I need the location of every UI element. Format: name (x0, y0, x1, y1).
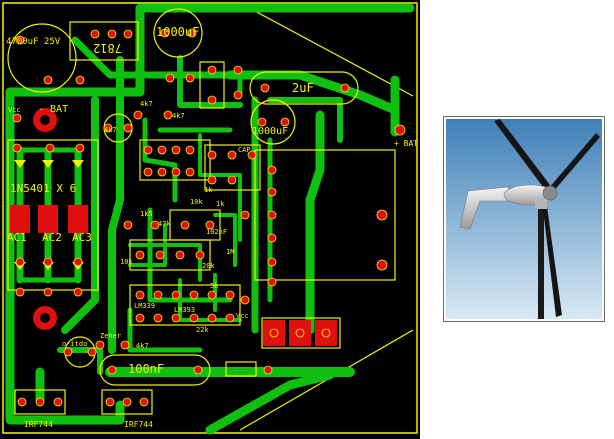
label-ac2: AC2 (42, 231, 62, 244)
label-1m: 1M (226, 248, 234, 256)
label-1000-top: 1000uF (156, 25, 199, 39)
turbine-blade-upper (494, 119, 550, 191)
label-1k5: 1k5 (140, 210, 153, 218)
resistor-top-outline (199, 61, 225, 109)
label-ic-b: LM393 (174, 306, 195, 314)
photo-frame (443, 116, 605, 322)
label-102: 102nF (206, 228, 227, 236)
turbine-mount (535, 199, 547, 209)
label-ic: LM339 (134, 302, 155, 310)
pcb-layout: 4700uF 25V 7812 1000uF Vcc - BAT 4k7 4k7… (0, 0, 420, 439)
wind-turbine-photo (446, 119, 602, 319)
label-4k7-a: 4k7 (140, 100, 153, 108)
connector-right-outline (254, 149, 396, 281)
label-10k: 10k (190, 198, 203, 206)
label-4k7-d: 4k7 (136, 342, 149, 350)
turbine-hub (542, 185, 558, 201)
label-mosfet-1: IRF744 (24, 420, 53, 429)
label-7812: 7812 (93, 41, 122, 55)
label-2uf: 2uF (292, 81, 314, 95)
copper-traces (5, 3, 415, 435)
ic-1-outline (139, 139, 211, 181)
turbine-blade-right (548, 133, 600, 193)
terminal-outline (261, 317, 341, 349)
label-vcc-mid: Vcc (236, 312, 249, 320)
label-zener: Zener (100, 332, 121, 340)
label-10k-b: 10k (120, 258, 133, 266)
label-20k: 20k (202, 262, 215, 270)
capacitor-100n-outline (99, 354, 211, 386)
capacitor-4700-outline (7, 23, 77, 93)
silkscreen (7, 8, 396, 415)
ic-4-outline (129, 284, 241, 326)
diode-bank-outline (7, 139, 99, 291)
label-1000-mid: 1000uF (252, 126, 288, 137)
mounting-holes (33, 108, 57, 330)
regulator-7812-outline (69, 21, 139, 61)
board-edge-top (130, 2, 414, 97)
label-led: o-itdo (62, 340, 87, 348)
label-100nf: 100nF (128, 362, 164, 376)
label-cap: CAP (238, 146, 251, 154)
label-mosfet-2: IRF744 (124, 420, 153, 429)
label-diodes: 1N5401 X 6 (10, 182, 76, 195)
label-ac3: AC3 (72, 231, 92, 244)
silk-labels: 4700uF 25V 7812 1000uF Vcc - BAT 4k7 4k7… (6, 25, 418, 429)
label-bat-plus: + BAT (394, 139, 418, 148)
relay-outline (169, 209, 221, 241)
capacitor-1000-top-outline (153, 8, 203, 58)
pads (12, 28, 406, 407)
label-ac1: AC1 (7, 231, 27, 244)
ic-2-outline (204, 144, 261, 191)
turbine-blade-lower (542, 199, 562, 317)
label-5k: 5k (210, 282, 219, 290)
label-1k-b: 1k (216, 200, 225, 208)
label-4k7-b: 4k7 (172, 112, 185, 120)
label-bat-minus: - BAT (38, 104, 68, 115)
resistor-bottom-outline (225, 361, 257, 377)
label-1k: 1k (204, 186, 213, 194)
label-47k: 47k (158, 220, 171, 228)
label-4k7-c: 4k7 (104, 126, 117, 134)
capacitor-1000-mid-outline (250, 99, 296, 145)
mosfet-1-outline (14, 389, 66, 415)
turbine-tower (538, 207, 544, 319)
label-vcc-left: Vcc (8, 106, 21, 114)
label-cap-4700: 4700uF 25V (6, 37, 61, 47)
mosfet-2-outline (101, 389, 153, 415)
capacitor-2uf-outline (249, 71, 359, 105)
label-22k: 22k (196, 326, 209, 334)
